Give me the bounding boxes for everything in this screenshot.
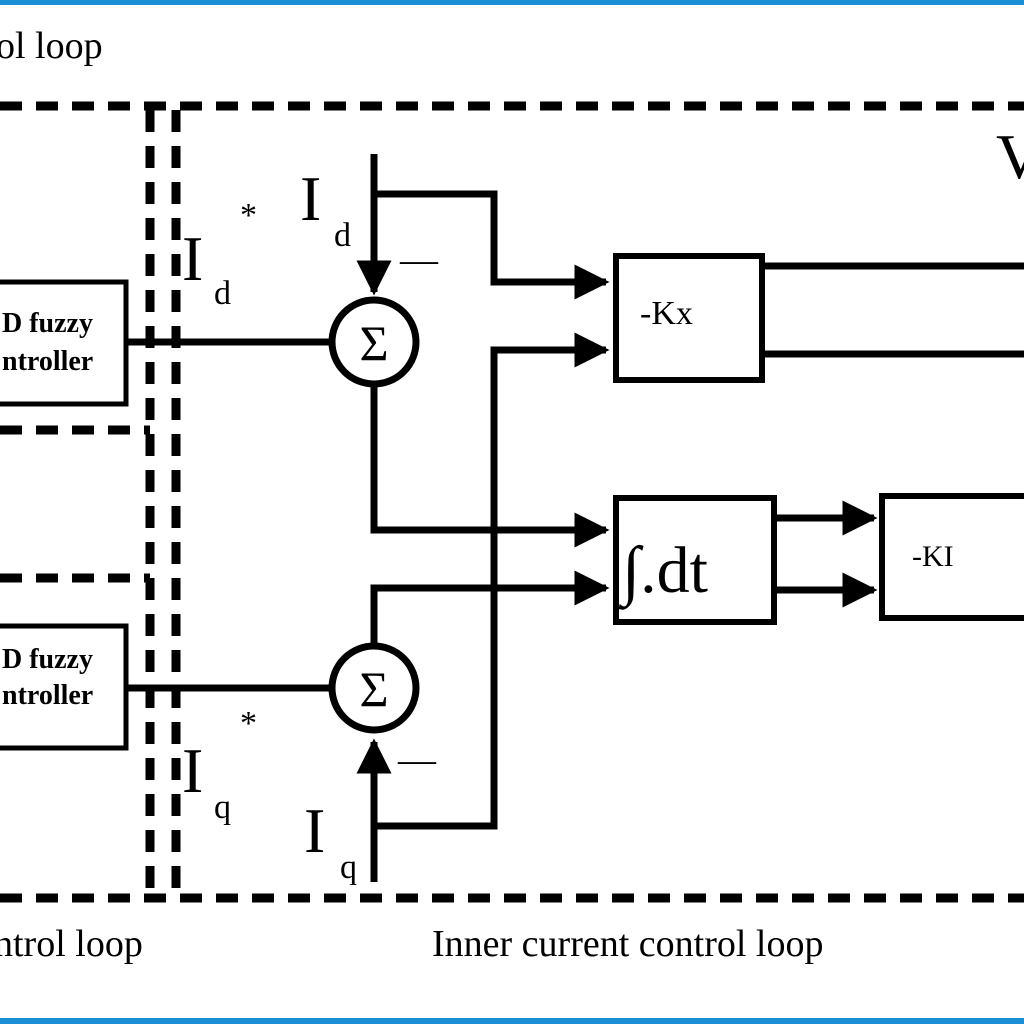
signal-label-iq-measured: I q bbox=[304, 795, 357, 886]
kx-gain-label: -Kx bbox=[640, 295, 693, 332]
outer-loop-top-caption: ol loop bbox=[0, 25, 103, 67]
summing-junction-bottom-circle bbox=[328, 642, 420, 734]
frame-bottom-border bbox=[0, 1018, 1024, 1024]
wire-id-to-kx bbox=[374, 190, 610, 300]
ki-gain-block: -KI bbox=[879, 493, 1024, 621]
id-measured-main: I bbox=[300, 163, 321, 234]
ki-gain-label: -KI bbox=[912, 540, 954, 573]
fuzzy-controller-bottom-line1: D fuzzy bbox=[2, 644, 93, 675]
summing-bottom-minus-sign: — bbox=[397, 739, 437, 781]
iq-reference-subscript: q bbox=[214, 789, 231, 826]
integrator-label: ∫.dt bbox=[618, 534, 708, 610]
outer-loop-bottom-caption: ntrol loop bbox=[0, 923, 143, 965]
fuzzy-controller-top: D fuzzy ntroller bbox=[0, 279, 129, 407]
id-reference-main: I bbox=[182, 223, 203, 294]
id-measured-subscript: d bbox=[334, 217, 351, 254]
integrator-block: ∫.dt bbox=[613, 495, 777, 625]
fuzzy-controller-bottom-line2: ntroller bbox=[2, 680, 93, 711]
fuzzy-controller-top-line1: D fuzzy bbox=[2, 308, 93, 339]
signal-label-id-reference: I d * bbox=[182, 197, 257, 312]
signal-label-id-measured: I d bbox=[300, 163, 351, 254]
signal-wires bbox=[126, 154, 1024, 882]
iq-reference-main: I bbox=[182, 735, 203, 806]
signal-label-iq-reference: I q * bbox=[182, 705, 257, 826]
summing-junction-top-symbol: Σ bbox=[359, 315, 388, 371]
integrator-box bbox=[613, 495, 777, 625]
fuzzy-controller-top-line2: ntroller bbox=[2, 346, 93, 377]
summing-junction-bottom: Σ bbox=[328, 642, 420, 734]
summing-junction-top: Σ bbox=[328, 296, 420, 388]
summing-top-minus-sign: — bbox=[399, 239, 439, 281]
voltage-label-partial: V bbox=[996, 121, 1024, 192]
inner-loop-caption: Inner current control loop bbox=[432, 923, 823, 965]
fuzzy-controller-top-box bbox=[0, 279, 129, 407]
frame-top-border bbox=[0, 0, 1024, 5]
kx-gain-box bbox=[613, 253, 765, 383]
id-reference-star: * bbox=[240, 197, 257, 234]
ki-gain-box bbox=[879, 493, 1024, 621]
fuzzy-controller-bottom: D fuzzy ntroller bbox=[0, 623, 129, 751]
kx-gain-block: -Kx bbox=[613, 253, 765, 383]
wire-sum-bottom-to-integrator bbox=[370, 570, 610, 644]
loop-boundaries bbox=[0, 101, 1024, 903]
iq-measured-main: I bbox=[304, 795, 325, 866]
summing-junction-bottom-symbol: Σ bbox=[359, 661, 388, 717]
wire-sum-top-to-integrator bbox=[370, 386, 610, 548]
iq-measured-subscript: q bbox=[340, 849, 357, 886]
id-reference-subscript: d bbox=[214, 275, 231, 312]
summing-junction-top-circle bbox=[328, 296, 420, 388]
fuzzy-controller-bottom-box bbox=[0, 623, 129, 751]
iq-reference-star: * bbox=[240, 705, 257, 742]
